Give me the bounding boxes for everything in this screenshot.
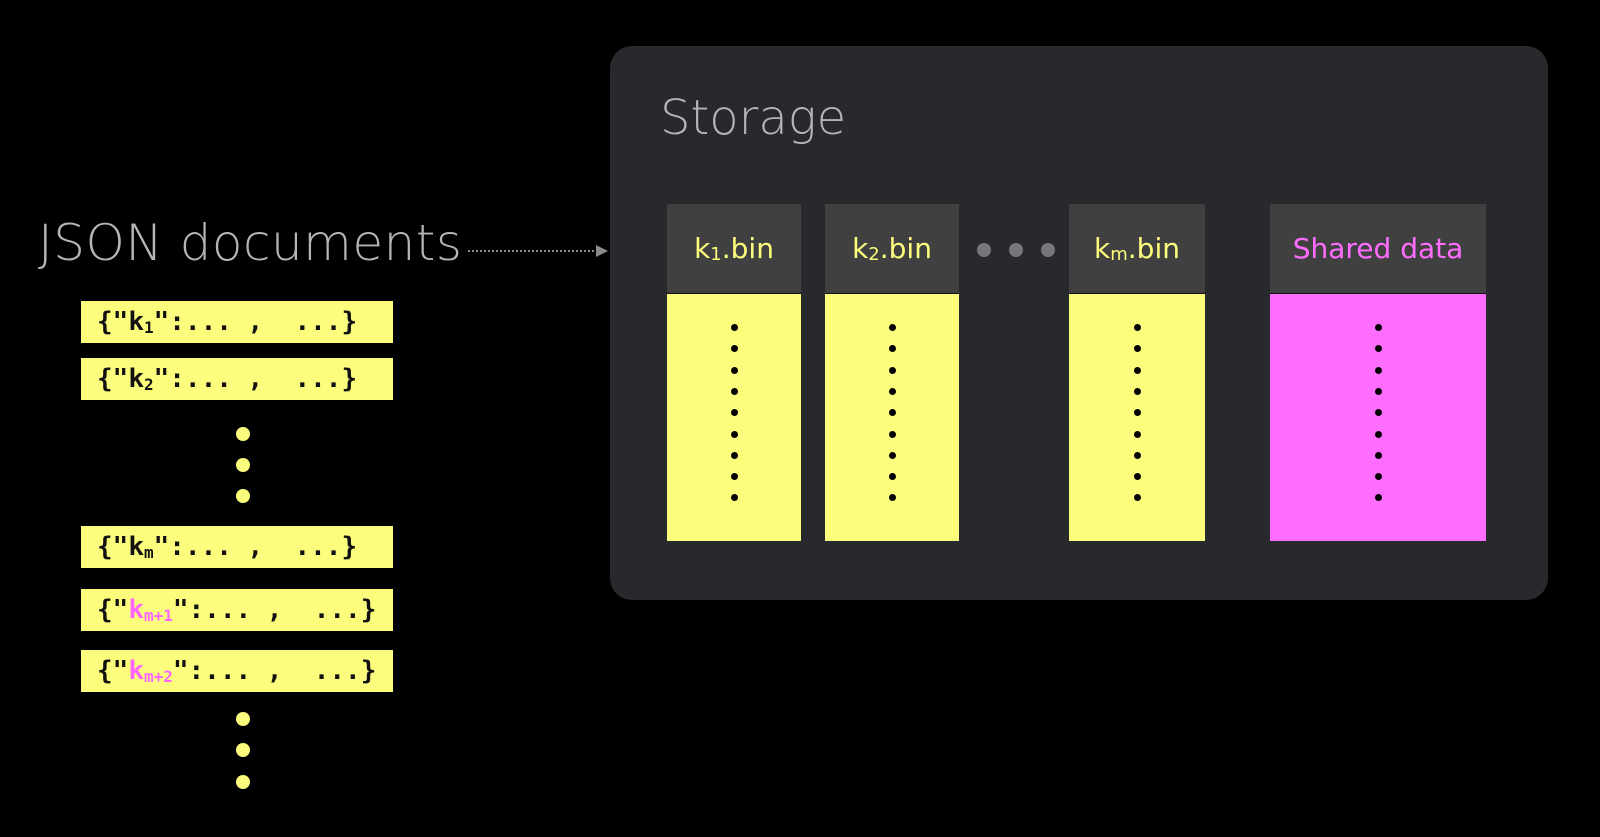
document-text: m+2 bbox=[143, 667, 173, 686]
row-dot bbox=[1133, 366, 1141, 374]
ellipsis-dot bbox=[1009, 243, 1023, 257]
bin-ext: .bin bbox=[1127, 232, 1180, 265]
json-document: {"km":... , ...} bbox=[81, 526, 393, 568]
row-dot bbox=[730, 451, 738, 459]
row-dot bbox=[888, 494, 896, 502]
document-text: ":... , ...} bbox=[172, 595, 377, 625]
shared-data-column: Shared data bbox=[1270, 204, 1486, 541]
bin-column: k2.bin bbox=[825, 204, 959, 541]
row-dot bbox=[888, 409, 896, 417]
row-dot bbox=[888, 451, 896, 459]
ellipsis-dot bbox=[977, 243, 991, 257]
document-text: 1 bbox=[143, 318, 154, 337]
bin-key: k bbox=[1094, 232, 1111, 265]
document-text: ":... , ...} bbox=[153, 532, 358, 562]
row-dot bbox=[1374, 387, 1382, 395]
document-text: km bbox=[128, 532, 153, 562]
document-text: m bbox=[143, 543, 154, 562]
json-documents-title: JSON documents bbox=[38, 214, 463, 272]
bin-sub: 2 bbox=[868, 244, 880, 265]
row-dot bbox=[888, 345, 896, 353]
bin-sub: m bbox=[1110, 244, 1128, 265]
ellipsis-dot bbox=[236, 743, 250, 757]
storage-title: Storage bbox=[660, 90, 847, 146]
row-dot bbox=[888, 473, 896, 481]
row-dot bbox=[730, 387, 738, 395]
bin-header: km.bin bbox=[1069, 204, 1205, 293]
document-text: {" bbox=[97, 532, 129, 562]
document-text: k bbox=[128, 532, 144, 562]
bin-header: k1.bin bbox=[667, 204, 801, 293]
document-text: km+1 bbox=[128, 595, 173, 625]
document-text: 2 bbox=[143, 375, 154, 394]
bin-header: k2.bin bbox=[825, 204, 959, 293]
bin-body bbox=[1069, 293, 1205, 541]
shared-data-header: Shared data bbox=[1270, 204, 1486, 293]
row-dot bbox=[730, 473, 738, 481]
ellipsis-dot bbox=[236, 427, 250, 441]
json-document: {"km+1":... , ...} bbox=[81, 589, 393, 631]
document-text: m+1 bbox=[143, 606, 173, 625]
row-dot bbox=[730, 494, 738, 502]
document-text: k bbox=[128, 595, 144, 625]
bin-sub: 1 bbox=[710, 244, 722, 265]
row-dot bbox=[730, 345, 738, 353]
row-dot bbox=[1374, 345, 1382, 353]
row-dot bbox=[1374, 366, 1382, 374]
document-text: k bbox=[128, 656, 144, 686]
document-text: km+2 bbox=[128, 656, 173, 686]
bin-column: k1.bin bbox=[667, 204, 801, 541]
row-dot bbox=[1374, 430, 1382, 438]
row-dot bbox=[1374, 409, 1382, 417]
document-text: {" bbox=[97, 307, 129, 337]
document-text: k bbox=[128, 307, 144, 337]
row-dot bbox=[730, 409, 738, 417]
ellipsis-dot bbox=[236, 489, 250, 503]
ellipsis-dot bbox=[1041, 243, 1055, 257]
json-document: {"k2":... , ...} bbox=[81, 358, 393, 400]
ellipsis-dot bbox=[236, 458, 250, 472]
document-text: k2 bbox=[128, 364, 153, 394]
bin-ext: .bin bbox=[879, 232, 932, 265]
row-dot bbox=[888, 366, 896, 374]
row-dot bbox=[1374, 473, 1382, 481]
row-dot bbox=[1133, 494, 1141, 502]
row-dot bbox=[1133, 387, 1141, 395]
document-text: {" bbox=[97, 656, 129, 686]
document-text: k bbox=[128, 364, 144, 394]
row-dot bbox=[888, 324, 896, 331]
row-dot bbox=[1133, 473, 1141, 481]
json-document: {"k1":... , ...} bbox=[81, 301, 393, 343]
shared-data-body bbox=[1270, 293, 1486, 541]
bin-body bbox=[825, 293, 959, 541]
bin-body bbox=[667, 293, 801, 541]
row-dot bbox=[730, 366, 738, 374]
bin-ext: .bin bbox=[721, 232, 774, 265]
row-dot bbox=[1133, 451, 1141, 459]
row-dot bbox=[888, 387, 896, 395]
json-document: {"km+2":... , ...} bbox=[81, 650, 393, 692]
document-text: ":... , ...} bbox=[153, 307, 358, 337]
document-text: ":... , ...} bbox=[172, 656, 377, 686]
row-dot bbox=[730, 430, 738, 438]
row-dot bbox=[730, 324, 738, 331]
bin-key: k bbox=[694, 232, 711, 265]
document-text: ":... , ...} bbox=[153, 364, 358, 394]
ellipsis-dot bbox=[236, 775, 250, 789]
row-dot bbox=[1374, 324, 1382, 331]
document-text: k1 bbox=[128, 307, 153, 337]
row-dot bbox=[1374, 451, 1382, 459]
document-text: {" bbox=[97, 595, 129, 625]
row-dot bbox=[888, 430, 896, 438]
row-dot bbox=[1133, 345, 1141, 353]
document-text: {" bbox=[97, 364, 129, 394]
row-dot bbox=[1133, 409, 1141, 417]
row-dot bbox=[1133, 430, 1141, 438]
row-dot bbox=[1133, 324, 1141, 331]
arrow-icon bbox=[468, 245, 608, 257]
row-dot bbox=[1374, 494, 1382, 502]
ellipsis-dot bbox=[236, 712, 250, 726]
bin-key: k bbox=[852, 232, 869, 265]
bin-column: km.bin bbox=[1069, 204, 1205, 541]
